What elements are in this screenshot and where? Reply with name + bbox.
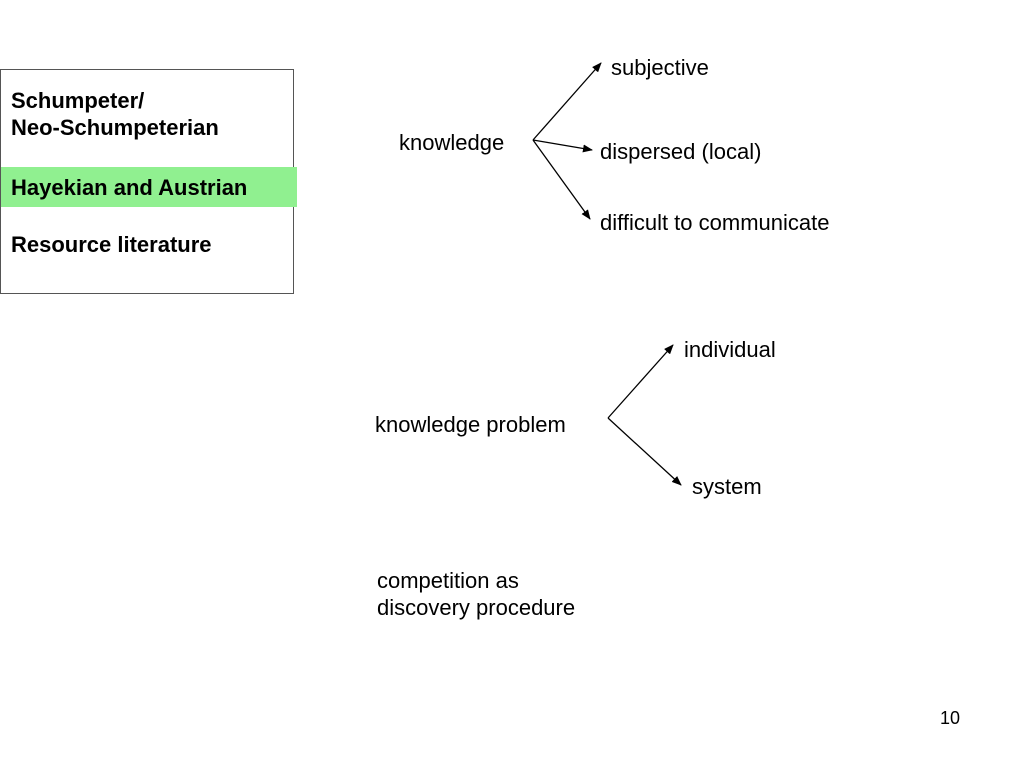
topic-nav-box: Schumpeter/ Neo-Schumpeterian Hayekian a… bbox=[0, 69, 297, 294]
arrow-knowledge-subjective bbox=[532, 62, 602, 141]
branch-subjective: subjective bbox=[611, 55, 709, 80]
nav-highlight-band bbox=[1, 167, 297, 207]
branch-dispersed: dispersed (local) bbox=[600, 139, 762, 164]
nav-item-resource[interactable]: Resource literature bbox=[11, 232, 212, 257]
nav-item-schumpeter-line2: Neo-Schumpeterian bbox=[11, 115, 219, 140]
knowledge-root-label: knowledge bbox=[399, 130, 505, 155]
page-number: 10 bbox=[940, 708, 961, 728]
arrow-knowledge-dispersed bbox=[532, 139, 593, 153]
nav-item-hayekian[interactable]: Hayekian and Austrian bbox=[11, 175, 248, 200]
note-line1: competition as bbox=[377, 568, 519, 593]
knowledge-problem-label: knowledge problem bbox=[375, 412, 566, 437]
arrow-knowledge-difficult bbox=[532, 139, 591, 220]
branch-individual: individual bbox=[684, 337, 776, 362]
branch-system: system bbox=[692, 474, 762, 499]
note-line2: discovery procedure bbox=[377, 595, 576, 620]
nav-item-schumpeter[interactable]: Schumpeter/ Neo-Schumpeterian bbox=[11, 87, 219, 141]
nav-item-schumpeter-line1: Schumpeter/ bbox=[11, 88, 145, 113]
note-text: competition as discovery procedure bbox=[377, 567, 575, 621]
arrow-problem-system bbox=[607, 417, 682, 486]
arrow-problem-individual bbox=[607, 344, 674, 419]
branch-difficult: difficult to communicate bbox=[600, 210, 830, 235]
